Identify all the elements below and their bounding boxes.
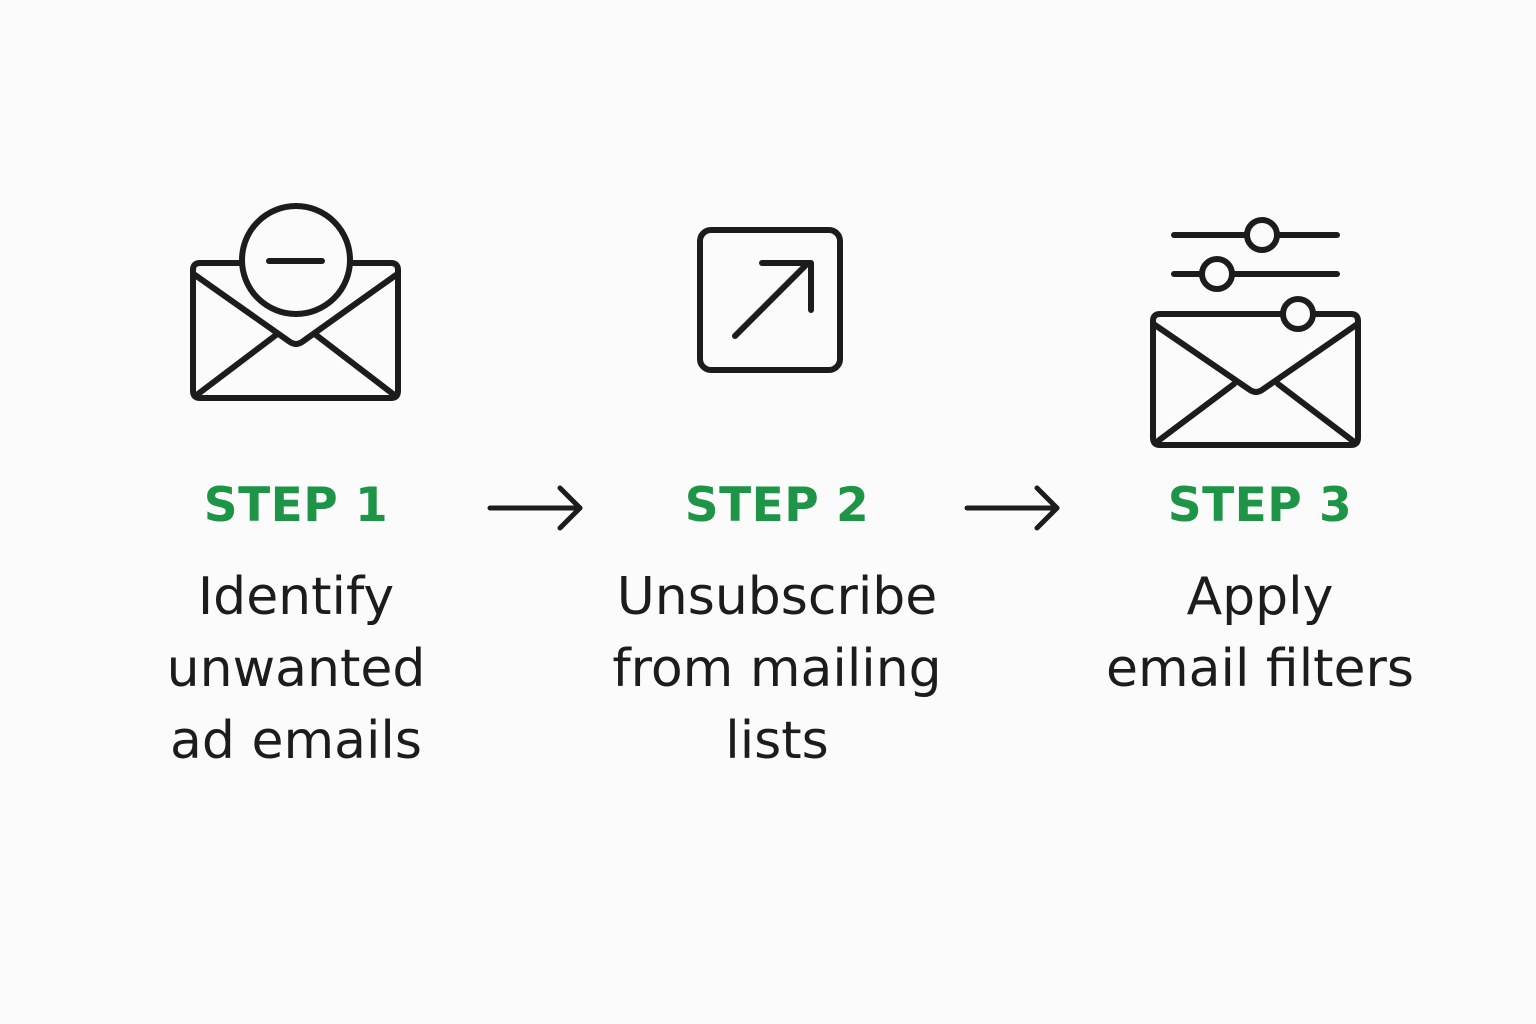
arrow-right-icon xyxy=(487,485,583,531)
step-2-label: STEP 2 xyxy=(684,478,870,533)
step-2-description-line: lists xyxy=(725,711,829,771)
step-1-description-line: unwanted xyxy=(166,639,426,699)
step-1-description: Identify unwanted ad emails xyxy=(76,561,516,777)
step-1-description-line: Identify xyxy=(197,567,395,627)
step-2-description-line: from mailing xyxy=(612,639,942,699)
step-3-description-line: Apply xyxy=(1186,567,1334,627)
step-2-description-line: Unsubscribe xyxy=(616,567,938,627)
arrow-right-icon xyxy=(964,485,1060,531)
step-3-description-line: email filters xyxy=(1106,639,1414,699)
step-3-label: STEP 3 xyxy=(1167,478,1353,533)
step-1-label: STEP 1 xyxy=(203,478,389,533)
envelope-filter-icon xyxy=(1150,217,1361,448)
step-2-description: Unsubscribe from mailing lists xyxy=(557,561,997,777)
step-1-description-line: ad emails xyxy=(170,711,422,771)
envelope-minus-icon xyxy=(190,203,401,401)
step-3-description: Apply email filters xyxy=(1040,561,1480,705)
external-link-icon xyxy=(697,227,843,373)
